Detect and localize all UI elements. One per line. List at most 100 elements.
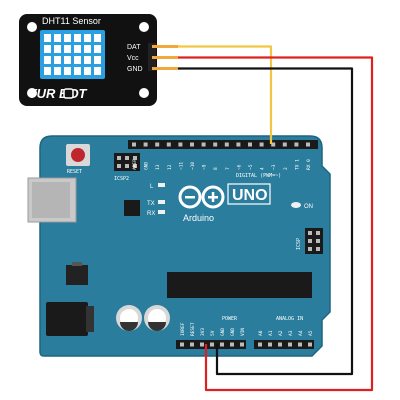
pin-label: 2 (283, 167, 289, 170)
pin-label: A4 (298, 330, 304, 336)
logo-robot-icon (63, 88, 74, 99)
pin-label: ~5 (248, 164, 254, 170)
header-pin[interactable] (166, 142, 171, 147)
vent-slot (64, 45, 71, 53)
header-pin[interactable] (298, 342, 302, 347)
dc-power-jack[interactable] (46, 302, 88, 336)
wire-gnd[interactable] (178, 67, 354, 376)
pin-label: A1 (268, 330, 274, 336)
header-pin[interactable] (316, 247, 320, 251)
header-pin[interactable] (316, 239, 320, 243)
mount-hole-icon (27, 88, 37, 98)
wire-data[interactable] (178, 45, 273, 145)
header-pin[interactable] (271, 142, 276, 147)
header-pin[interactable] (133, 164, 137, 168)
header-pin[interactable] (308, 247, 312, 251)
capacitor-2 (144, 305, 170, 331)
wire-vcc[interactable] (178, 56, 374, 392)
rx-label: RX (147, 211, 155, 217)
header-pin[interactable] (125, 156, 129, 160)
pin-label: RX 0 (306, 159, 312, 170)
dht11-module: DHT11 Sensor YUR BOT DAT Vcc GND (19, 14, 178, 106)
header-pin[interactable] (213, 142, 218, 147)
wires (178, 45, 374, 392)
header-pin[interactable] (125, 164, 129, 168)
tx-label: TX (147, 201, 155, 207)
pin-vcc[interactable] (152, 56, 178, 59)
pin-label: GND (144, 162, 150, 170)
vent-slot (54, 34, 61, 42)
voltage-regulator (66, 265, 88, 285)
header-pin[interactable] (190, 142, 194, 147)
pin-label: ~9 (202, 164, 208, 170)
pin-label: A0 (258, 330, 264, 336)
reset-button[interactable] (66, 144, 90, 166)
header-pin[interactable] (201, 142, 206, 147)
header-pin[interactable] (308, 342, 312, 347)
header-pin[interactable] (210, 342, 214, 347)
vent-slot (64, 34, 71, 42)
header-pin[interactable] (308, 231, 312, 235)
power-section-label: POWER (222, 316, 238, 322)
sensor-title: DHT11 Sensor (42, 16, 101, 26)
header-pin[interactable] (236, 142, 241, 147)
header-pin[interactable] (200, 342, 204, 347)
header-pin[interactable] (259, 142, 264, 147)
digital-header (128, 140, 318, 149)
tx-led (158, 200, 165, 204)
header-pin[interactable] (133, 156, 137, 160)
pin-gnd[interactable] (152, 67, 178, 70)
header-pin[interactable] (117, 156, 121, 160)
icsp2-header (114, 153, 140, 171)
yurobot-logo: YUR BOT (28, 86, 88, 101)
header-pin[interactable] (316, 231, 320, 235)
uno-badge (227, 183, 271, 205)
l-led (158, 183, 165, 187)
header-pin[interactable] (282, 142, 287, 147)
on-label: ON (304, 204, 313, 210)
mount-hole-icon (27, 22, 37, 32)
header-pin[interactable] (190, 342, 194, 347)
header-pin[interactable] (220, 342, 224, 347)
sensor-vent-grid (44, 34, 101, 75)
header-pin[interactable] (288, 342, 292, 347)
pin-label: GND (230, 328, 236, 336)
vent-slot (44, 34, 51, 42)
header-pin[interactable] (143, 142, 148, 147)
pin-label-vcc: Vcc (127, 55, 139, 62)
header-pin[interactable] (268, 342, 272, 347)
vent-slot (84, 34, 91, 42)
header-pin[interactable] (155, 142, 160, 147)
vent-slot (84, 56, 91, 64)
header-pin[interactable] (224, 142, 229, 147)
header-pin[interactable] (248, 142, 252, 147)
header-pin[interactable] (258, 342, 262, 347)
vent-slot (64, 67, 71, 75)
header-pin[interactable] (294, 142, 299, 147)
vent-slot (84, 67, 91, 75)
on-led (291, 202, 301, 208)
header-pin[interactable] (240, 342, 244, 347)
header-pin[interactable] (278, 342, 282, 347)
vent-slot (94, 56, 101, 64)
header-pin[interactable] (178, 142, 183, 147)
header-pin[interactable] (117, 164, 121, 168)
header-pin[interactable] (132, 142, 136, 147)
sensor-header-pins (148, 43, 178, 71)
header-pin[interactable] (180, 342, 184, 347)
uno-model: UNO (232, 187, 268, 204)
vent-slot (54, 67, 61, 75)
vent-slot (74, 34, 81, 42)
pin-label: ~3 (271, 164, 277, 170)
pin-label: A2 (278, 330, 284, 336)
arduino-brand: Arduino (183, 213, 214, 223)
header-pin[interactable] (306, 142, 310, 147)
arduino-uno-board: RESET ICSP2 L TX RX Arduino UNO ON ICSP (27, 135, 331, 357)
header-pin[interactable] (308, 239, 312, 243)
pin-label-gnd: GND (127, 66, 143, 73)
pin-dat[interactable] (152, 45, 178, 48)
header-pin[interactable] (230, 342, 234, 347)
pin-label: 4 (260, 167, 266, 170)
